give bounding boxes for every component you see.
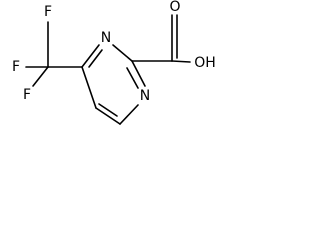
atom-labels: F F F N N O OH bbox=[12, 0, 216, 104]
bond-c5-c4 bbox=[81, 66, 97, 109]
atom-f-left: F bbox=[12, 59, 20, 75]
cf3-group-bonds bbox=[25, 21, 83, 87]
structure-diagram: F F F N N O OH bbox=[12, 0, 216, 125]
bond-c6-c5 bbox=[95, 107, 121, 125]
atom-n-ring-top: N bbox=[101, 30, 111, 46]
bond-c4-n3 bbox=[81, 44, 100, 68]
carboxyl-group-bonds bbox=[131, 14, 191, 63]
atom-f-bottom: F bbox=[23, 87, 31, 103]
bond-cf3-carbon-to-f-bottom bbox=[32, 66, 49, 87]
bond-carboxyl-to-oh bbox=[171, 60, 191, 63]
bond-c2-n1-inner bbox=[126, 67, 139, 89]
atom-n-ring-right: N bbox=[140, 88, 150, 104]
bond-c2-n1 bbox=[131, 60, 146, 87]
pyrimidine-ring-bonds bbox=[81, 44, 146, 125]
atom-f-top: F bbox=[44, 4, 52, 20]
bond-n1-c6 bbox=[119, 104, 139, 125]
bond-c4-n3-inner bbox=[88, 49, 103, 68]
bond-n3-c2 bbox=[112, 44, 133, 62]
atom-o-carbonyl: O bbox=[169, 0, 180, 15]
atom-oh-group: OH bbox=[194, 55, 216, 71]
bond-c6-c5-inner bbox=[98, 103, 118, 117]
